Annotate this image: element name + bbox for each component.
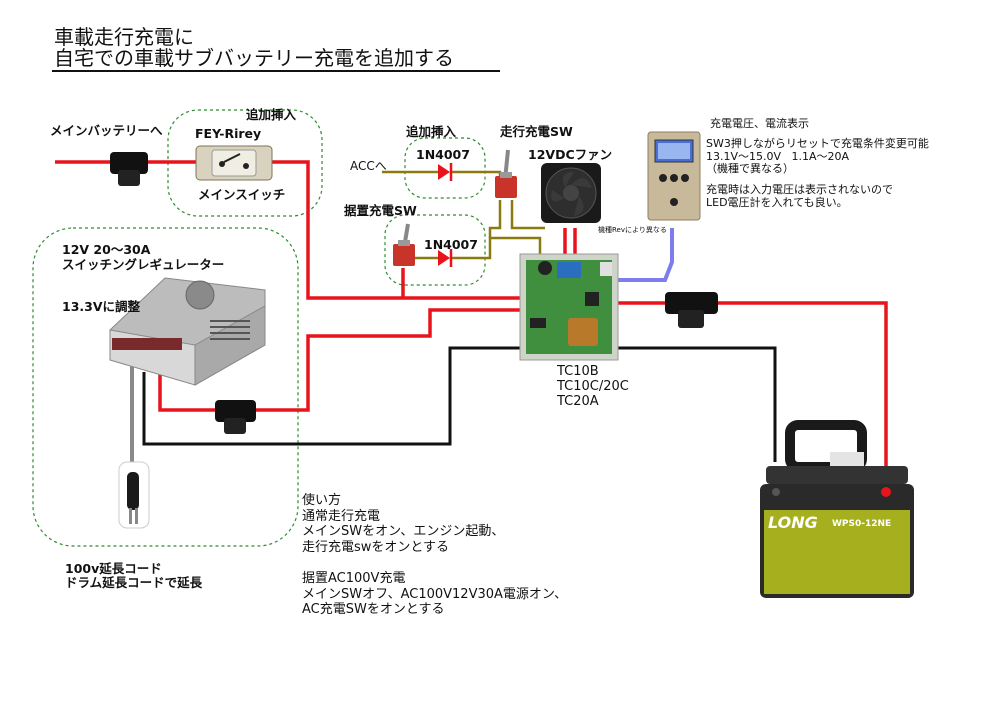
usage-instructions: 使い方 通常走行充電 メインSWをオン、エンジン起動、 走行充電swをオンとする…: [302, 493, 568, 618]
fuse-main: [110, 152, 148, 186]
label-cord: 100v延長コード ドラム延長コードで延長: [65, 561, 203, 591]
label-psu-adjust: 13.3Vに調整: [62, 299, 141, 314]
label-meter-title: 充電電圧、電流表示: [710, 117, 809, 130]
label-main-battery: メインバッテリーへ: [50, 123, 163, 138]
label-fey: FEY-Rirey: [195, 126, 262, 141]
label-meter-note: 充電時は入力電圧は表示されないので LED電圧計を入れても良い。: [706, 183, 893, 209]
power-supply-unit: [109, 277, 266, 386]
label-psu-name: スイッチングレギュレーター: [62, 257, 225, 272]
toggle-drive-switch: [495, 149, 517, 198]
label-main-switch: メインスイッチ: [198, 187, 286, 202]
label-diode-2: 1N4007: [424, 237, 478, 252]
toggle-stationary-switch: [393, 223, 415, 266]
positive-wires: [55, 160, 888, 488]
fuse-battery: [665, 292, 718, 328]
meter-wire: [608, 228, 674, 282]
title-line-2: 自宅での車載サブバッテリー充電を追加する: [54, 46, 454, 70]
label-diode-1: 1N4007: [416, 147, 470, 162]
dashed-diode1-group: [404, 137, 486, 199]
label-psu-spec: 12V 20～30A: [62, 242, 151, 257]
label-meter-desc: SW3押しながらリセットで充電条件変更可能 13.1V～15.0V 1.1A～2…: [706, 137, 929, 176]
label-fan: 12VDCファン: [528, 147, 613, 162]
label-charger-models: TC10B TC10C/20C TC20A: [557, 364, 629, 409]
label-rev-note: 機種Revにより異なる: [598, 226, 667, 234]
battery-model: WPS0-12NE: [832, 519, 892, 529]
label-drive-switch: 走行充電SW: [500, 124, 573, 139]
label-added-top: 追加挿入: [246, 107, 297, 122]
negative-wires: [142, 346, 777, 462]
main-switch: [195, 145, 273, 181]
battery-brand: LONG: [768, 513, 818, 532]
charger-pcb: [519, 253, 619, 361]
battery: [760, 420, 914, 598]
label-added-diode: 追加挿入: [406, 124, 457, 139]
fuse-psu: [215, 400, 256, 434]
label-stationary-switch: 据置充電SW: [344, 203, 417, 218]
fan: [541, 163, 601, 223]
dashed-psu-group: [32, 227, 299, 547]
title-line-1: 車載走行充電に: [54, 25, 194, 49]
label-acc: ACCへ: [350, 159, 387, 173]
ac-plug: [118, 461, 150, 529]
diode-1: [438, 163, 453, 181]
dashed-stationary-group: [384, 214, 486, 286]
meter-module: [647, 131, 701, 221]
diode-2: [438, 249, 453, 267]
